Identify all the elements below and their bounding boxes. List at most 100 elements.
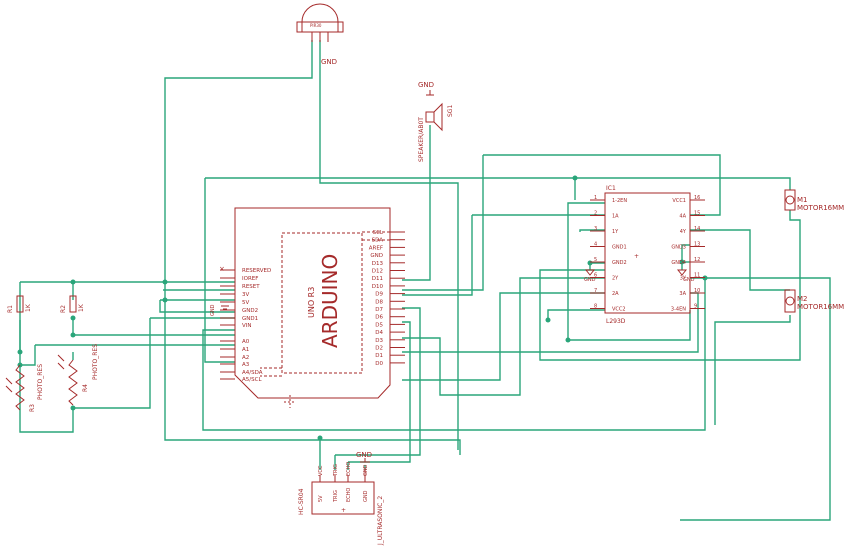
driver-right-num-4: 12 [694,257,700,263]
driver-right-num-1: 15 [694,211,700,217]
driver-left-num-0: 1 [594,195,597,201]
arduino-right-pin-3: GND [370,253,383,259]
arduino-model-label: ARDUINO [318,254,342,348]
pir-gnd-label: GND [321,58,337,66]
driver-right-pin-3: GND3 [671,245,686,251]
driver-left-pin-4: GND2 [612,260,627,266]
motor-m2-ref: M2 [797,295,808,303]
driver-left-pin-7: VCC2 [612,307,626,313]
ultrasonic-inner-label-0: 5V [318,495,324,502]
driver-left-num-6: 7 [594,288,597,294]
arduino-left-pin-0: RESERVED [242,268,271,274]
ultrasonic-inner-label-3: GND [363,490,369,502]
driver-left-pin-6: 2A [612,291,619,297]
ultrasonic-gnd: GND [356,451,372,459]
driver-left-pin-2: 1Y [612,229,619,235]
ultrasonic-top-label-1: TRIG [333,464,339,477]
r1-value: 1K [25,303,32,312]
arduino-right-pin-6: D11 [372,276,383,282]
speaker-part-label: SPEAKER/AB0T [418,117,425,162]
arduino-sub-label: UNO R3 [307,287,316,318]
driver-right-pin-2: 4Y [680,229,687,235]
ultrasonic-top-label-3: GND [363,464,369,476]
arduino-right-pin-13: D4 [375,330,383,336]
arduino-right-pins: SCLSDAAREFGNDD13D12D11D10D9D8D7D6D5D4D3D… [369,230,405,367]
arduino-left-pin-13: A5/SCL [242,377,262,383]
ultrasonic-top-label-2: ECHO [346,462,352,476]
driver-ref: IC1 [606,185,616,192]
driver-right-num-0: 16 [694,195,700,201]
arduino-right-pin-5: D12 [372,269,383,275]
driver-left-pin-5: 2Y [612,276,619,282]
ultrasonic-plus: + [341,507,346,514]
ultrasonic-inner-label-2: ECHO [346,488,352,502]
resistor-r2: R2 1K [60,295,85,313]
ultrasonic-top-labels: VCC TRIG ECHO GND [318,462,369,477]
driver-right-num-5: 11 [694,273,700,279]
photoresistor-r3: R3 PHOTO_RES [5,364,44,412]
arduino-right-pin-11: D6 [375,315,383,321]
arduino-left-pin-9: A1 [242,347,249,353]
driver-gnd-left: GND [584,277,596,283]
arduino-left-pin-1: IOREF [242,276,258,282]
driver-left-pin-0: 1-2EN [612,198,627,204]
r3-ref: R3 [29,404,36,412]
driver-right-num-7: 9 [694,304,697,310]
motor-m1: M1 MOTOR16MM [784,189,844,212]
r2-ref: R2 [60,305,67,313]
driver-gnd-right: GND [683,277,695,283]
arduino-right-pin-1: SDA [372,238,384,244]
arduino-right-pin-15: D2 [375,346,383,352]
ultrasonic-inner-label-1: TRIG [333,490,339,503]
arduino-left-pin-11: A3 [242,362,250,368]
reserved-pin-x: × [219,265,225,273]
photoresistor-r4: R4 PHOTO_RES [57,344,99,406]
arduino-left-pin-6: GND1 [242,316,258,322]
motor-m2-part: MOTOR16MM [797,303,844,311]
arduino-right-pin-0: SCL [373,230,384,236]
driver-right-num-6: 10 [694,288,700,294]
arduino-gnd-label: GND [210,304,216,316]
speaker-ref-label: SG1 [447,105,454,117]
driver-left-num-4: 5 [594,257,597,263]
ultrasonic-top-label-0: VCC [318,465,324,476]
speaker: GND SPEAKER/AB0T SG1 [418,81,454,162]
driver-right-pin-6: 3A [679,291,686,297]
driver-left-num-5: 6 [594,273,597,279]
wire-network [19,40,831,521]
driver-left-pin-1: 1A [612,214,619,220]
arduino-uno: ARDUINO UNO R3 RESERVEDIOREFRESET3V5VGND… [219,207,405,408]
motor-m1-part: MOTOR16MM [797,204,844,212]
driver-right-pin-0: VCC1 [672,198,686,204]
motor-m1-ref: M1 [797,196,808,204]
speaker-gnd-label: GND [418,81,434,89]
arduino-left-pin-8: A0 [242,339,250,345]
arduino-left-pins: RESERVEDIOREFRESET3V5VGND2GND1VINA0A1A2A… [220,268,271,383]
arduino-right-pin-7: D10 [372,284,384,290]
l293d-driver: IC1 L293D + 1-2EN11A21Y3GND14GND252Y62A7… [584,185,705,325]
arduino-right-pin-8: D9 [375,292,383,298]
arduino-right-pin-2: AREF [369,245,383,251]
arduino-left-pin-4: 5V [242,300,249,306]
ultrasonic-sensor: GND HC-SR04 J_ULTRASONIC_2 + VCC TRIG ECHO… [298,451,384,546]
arduino-left-pin-12: A4/SDA [242,370,263,376]
pir-sensor: PIR30 GND [296,3,344,66]
arduino-left-pin-7: VIN [242,323,252,329]
arduino-gnd-symbol [221,305,229,310]
driver-right-num-3: 13 [694,242,700,248]
driver-left-num-7: 8 [594,304,597,310]
ultrasonic-ref: HC-SR04 [298,488,305,515]
driver-part: L293D [606,318,626,325]
driver-left-num-3: 4 [594,242,597,248]
driver-right-pin-7: 3-4EN [671,307,686,313]
driver-left-num-2: 3 [594,226,597,232]
ultrasonic-part: J_ULTRASONIC_2 [377,496,384,546]
driver-right-pin-5: 3Y [680,276,687,282]
arduino-right-pin-16: D1 [375,353,383,359]
r1-ref: R1 [7,305,14,313]
driver-left-num-1: 2 [594,211,597,217]
arduino-right-pin-17: D0 [375,361,383,367]
driver-right-pin-1: 4A [679,214,686,220]
